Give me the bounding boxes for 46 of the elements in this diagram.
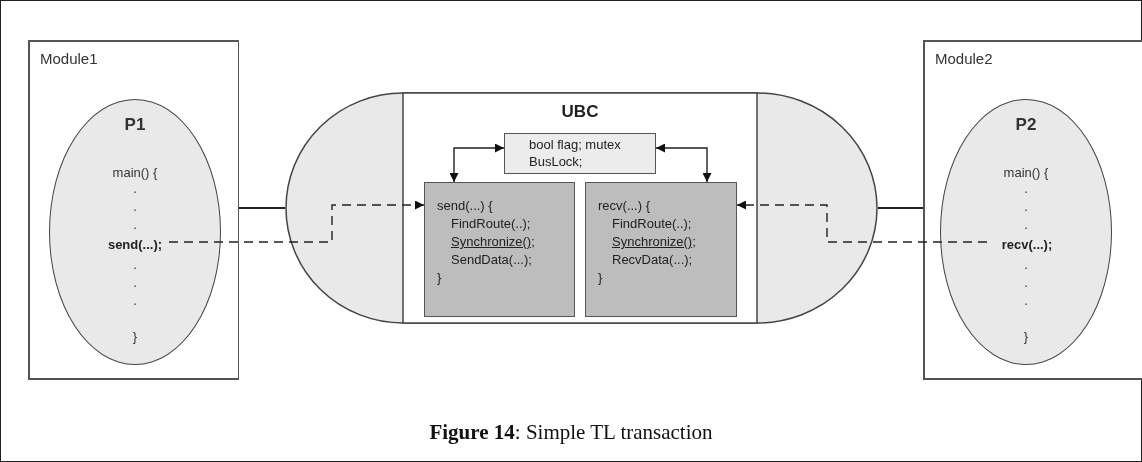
process-label: P1 <box>123 115 147 135</box>
code-text: main() { <box>111 165 159 180</box>
module-label: Module1 <box>40 50 98 67</box>
code-text: . <box>132 199 138 214</box>
code-call-text: recv(...); <box>990 236 1064 254</box>
dashed-arrow <box>736 200 988 243</box>
code-line: } <box>598 269 603 287</box>
code-line: recv(...) { <box>598 197 650 215</box>
code-text: . <box>1023 217 1029 232</box>
code-call-text: send(...); <box>98 236 172 254</box>
function-box <box>585 182 737 317</box>
code-line: } <box>437 269 442 287</box>
code-line: FindRoute(..); <box>450 215 531 233</box>
code-line: SendData(...); <box>450 251 532 269</box>
code-line: Synchronize(); <box>450 233 535 251</box>
code-text: . <box>1023 275 1029 290</box>
code-text: } <box>1022 329 1030 344</box>
code-text: . <box>132 217 138 232</box>
module-label: Module2 <box>935 50 993 67</box>
code-line: FindRoute(..); <box>611 215 692 233</box>
connector-line <box>239 206 285 210</box>
code-text: . <box>132 275 138 290</box>
process-label: P2 <box>1014 115 1038 135</box>
code-text: . <box>132 257 138 272</box>
arrow <box>449 143 505 183</box>
figure-caption: Figure 14: Simple TL transaction <box>428 420 714 445</box>
code-text: bool flag; mutex BusLock; <box>529 136 622 170</box>
code-text: . <box>1023 181 1029 196</box>
code-text: . <box>1023 257 1029 272</box>
code-line: Synchronize(); <box>611 233 696 251</box>
variables-box <box>504 133 656 174</box>
code-text: } <box>131 329 139 344</box>
dashed-arrow <box>168 200 425 243</box>
module-box <box>28 40 239 380</box>
code-text: . <box>1023 293 1029 308</box>
function-box <box>424 182 575 317</box>
arrow <box>655 143 712 183</box>
code-text: . <box>1023 199 1029 214</box>
code-line: send(...) { <box>437 197 493 215</box>
module-box <box>923 40 1142 380</box>
connector-line <box>878 206 923 210</box>
bus-label: UBC <box>560 102 600 122</box>
code-text: . <box>132 181 138 196</box>
code-text: main() { <box>1002 165 1050 180</box>
code-line: RecvData(...); <box>611 251 693 269</box>
code-text: . <box>132 293 138 308</box>
